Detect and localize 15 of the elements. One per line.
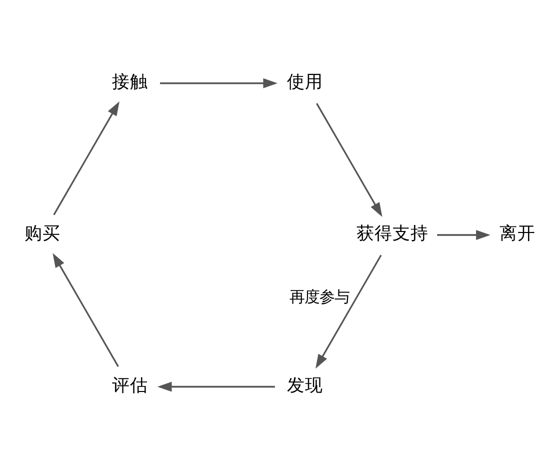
node-text: 接触: [112, 72, 148, 92]
arrow: [160, 78, 278, 88]
arrow: [437, 230, 490, 240]
node-text: 获得支持: [356, 224, 429, 244]
arrow: [52, 253, 119, 367]
arrow: [157, 382, 275, 392]
node-text: 发现: [287, 376, 324, 396]
node-text: 离开: [500, 224, 536, 244]
node-text: 使用: [287, 72, 324, 92]
node-text: 评估: [112, 376, 148, 396]
arrow: [53, 101, 120, 216]
arrow: [316, 254, 382, 369]
node-text: 购买: [24, 224, 60, 244]
arrow: [316, 103, 382, 217]
edge-label: 再度参与: [290, 288, 350, 306]
